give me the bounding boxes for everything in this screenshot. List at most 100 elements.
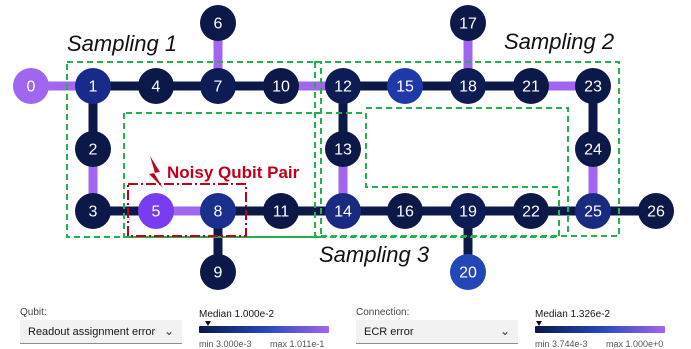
qubit-label: 19	[459, 204, 477, 221]
connection-metric-value: ECR error	[364, 325, 414, 338]
qubit-node[interactable]	[325, 131, 361, 167]
qubit-17[interactable]: 17	[450, 5, 486, 41]
qubit-21[interactable]: 21	[513, 68, 549, 104]
qubit-node[interactable]	[575, 68, 611, 104]
qubit-node[interactable]	[200, 5, 236, 41]
qubit-node[interactable]	[638, 193, 674, 229]
qubit-3[interactable]: 3	[75, 193, 111, 229]
qubit-label: 16	[396, 204, 414, 221]
qubit-25[interactable]: 25	[575, 193, 611, 229]
qubit-node[interactable]	[450, 193, 486, 229]
qubit-13[interactable]: 13	[325, 131, 361, 167]
qubit-node[interactable]	[450, 254, 486, 290]
qubit-label: 15	[396, 79, 414, 96]
qubit-18[interactable]: 18	[450, 68, 486, 104]
qubit-label: 11	[273, 204, 290, 221]
qubit-24[interactable]: 24	[575, 131, 611, 167]
connection-max: max 1.000e+0	[606, 339, 664, 349]
qubit-node[interactable]	[575, 193, 611, 229]
sampling-3-region	[123, 112, 560, 238]
qubit-metric-value: Readout assignment error	[28, 325, 156, 338]
qubit-9[interactable]: 9	[200, 254, 236, 290]
connection-panel-title: Connection:	[356, 307, 410, 318]
qubit-node[interactable]	[325, 68, 361, 104]
qubit-16[interactable]: 16	[387, 193, 423, 229]
qubit-label: 18	[459, 79, 477, 96]
qubit-label: 7	[214, 79, 223, 96]
qubit-node[interactable]	[513, 68, 549, 104]
qubit-node[interactable]	[200, 68, 236, 104]
qubit-19[interactable]: 19	[450, 193, 486, 229]
qubit-label: 24	[584, 142, 602, 159]
qubit-8[interactable]: 8	[200, 193, 236, 229]
qubit-node[interactable]	[450, 5, 486, 41]
qubit-26[interactable]: 26	[638, 193, 674, 229]
qubit-11[interactable]: 11	[263, 193, 299, 229]
qubit-node[interactable]	[75, 193, 111, 229]
qubit-4[interactable]: 4	[138, 68, 174, 104]
qubit-node[interactable]	[450, 68, 486, 104]
sampling-3-label: Sampling 3	[319, 242, 430, 267]
qubit-label: 6	[214, 16, 223, 33]
qubit-node[interactable]	[263, 193, 299, 229]
qubit-label: 17	[459, 16, 477, 33]
qubit-node[interactable]	[75, 68, 111, 104]
connection-min: min 3.744e-3	[535, 339, 588, 349]
qubit-label: 5	[152, 204, 161, 221]
qubit-label: 12	[334, 79, 352, 96]
qubit-label: 26	[647, 204, 665, 221]
qubit-label: 2	[89, 142, 98, 159]
qubit-node[interactable]	[200, 193, 236, 229]
qubit-12[interactable]: 12	[325, 68, 361, 104]
qubit-node[interactable]	[575, 131, 611, 167]
sampling-2-inner-region	[366, 107, 569, 236]
sampling-2-region	[314, 61, 620, 237]
qubit-label: 14	[334, 204, 352, 221]
qubit-20[interactable]: 20	[450, 254, 486, 290]
qubit-label: 13	[334, 142, 352, 159]
qubit-node[interactable]	[13, 68, 49, 104]
qubit-median: Median 1.000e-2	[199, 309, 275, 320]
qubit-node[interactable]	[200, 254, 236, 290]
qubit-5[interactable]: 5	[138, 193, 174, 229]
chevron-down-icon: ⌄	[499, 324, 510, 338]
qubit-15[interactable]: 15	[387, 68, 423, 104]
qubit-10[interactable]: 10	[263, 68, 299, 104]
qubit-label: 4	[152, 79, 161, 96]
sampling-1-label: Sampling 1	[67, 31, 177, 56]
chevron-down-icon: ⌄	[163, 324, 174, 338]
qubit-2[interactable]: 2	[75, 131, 111, 167]
qubit-node[interactable]	[513, 193, 549, 229]
qubit-node[interactable]	[138, 68, 174, 104]
qubit-max: max 1.011e-1	[270, 339, 325, 349]
qubit-label: 3	[89, 204, 98, 221]
qubit-label: 9	[214, 265, 223, 282]
connection-median-marker	[536, 321, 542, 326]
qubit-node[interactable]	[387, 193, 423, 229]
qubit-7[interactable]: 7	[200, 68, 236, 104]
qubit-6[interactable]: 6	[200, 5, 236, 41]
connection-metric-select[interactable]: ECR error ⌄	[356, 320, 518, 344]
qubit-metric-select[interactable]: Readout assignment error ⌄	[20, 320, 182, 344]
qubit-23[interactable]: 23	[575, 68, 611, 104]
qubit-label: 21	[522, 79, 540, 96]
qubit-node[interactable]	[138, 193, 174, 229]
qubit-14[interactable]: 14	[325, 193, 361, 229]
lightning-icon	[149, 156, 163, 188]
qubit-color-scale	[199, 326, 329, 333]
qubit-node[interactable]	[75, 131, 111, 167]
qubit-node[interactable]	[387, 68, 423, 104]
qubit-panel-title: Qubit:	[20, 307, 47, 318]
qubit-label: 10	[272, 79, 290, 96]
qubit-node[interactable]	[263, 68, 299, 104]
qubit-0[interactable]: 0	[13, 68, 49, 104]
noisy-pair-label: Noisy Qubit Pair	[167, 163, 300, 182]
sampling-2-label: Sampling 2	[504, 29, 614, 54]
qubit-1[interactable]: 1	[75, 68, 111, 104]
qubit-node[interactable]	[325, 193, 361, 229]
qubit-label: 0	[27, 79, 36, 96]
qubit-label: 8	[214, 204, 223, 221]
qubit-22[interactable]: 22	[513, 193, 549, 229]
